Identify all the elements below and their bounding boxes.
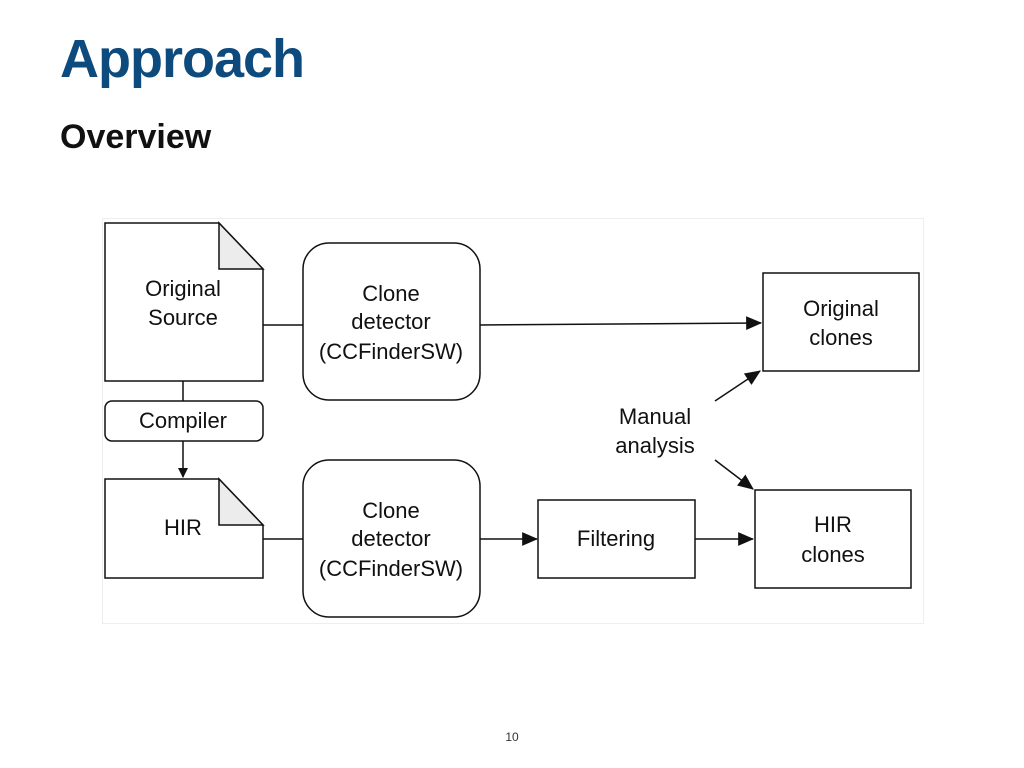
compiler-label: Compiler (139, 408, 227, 433)
arrow-detector-to-original-clones (479, 316, 763, 330)
manual-analysis-line1: Manual (619, 404, 691, 429)
hir-clones-line1: HIR (814, 512, 852, 537)
clone-detector-top-line2: detector (351, 309, 431, 334)
manual-analysis-label: Manual analysis (615, 404, 694, 458)
clone-detector-bottom-line3: (CCFinderSW) (319, 556, 463, 581)
slide-subtitle: Overview (60, 118, 212, 156)
compiler-box: Compiler (104, 400, 264, 442)
original-source-label-line1: Original (145, 276, 221, 301)
hir-label: HIR (164, 515, 202, 540)
original-clones-line1: Original (803, 296, 879, 321)
hir-document: HIR (104, 477, 265, 579)
hir-clones-line2: clones (801, 542, 865, 567)
hir-clones-box: HIR clones (754, 489, 912, 589)
flow-diagram: Original Source Compiler HIR Clone detec… (102, 218, 924, 624)
original-clones-box: Original clones (762, 272, 920, 372)
diagram-canvas: Original Source Compiler HIR Clone detec… (104, 221, 920, 618)
clone-detector-top-line1: Clone (362, 281, 419, 306)
filtering-box: Filtering (537, 499, 696, 579)
clone-detector-top-line3: (CCFinderSW) (319, 339, 463, 364)
original-clones-line2: clones (809, 325, 873, 350)
clone-detector-bottom-line2: detector (351, 526, 431, 551)
original-source-document: Original Source (104, 221, 265, 382)
clone-detector-top-box: Clone detector (CCFinderSW) (302, 242, 481, 401)
arrow-manual-to-hir-clones (714, 459, 754, 490)
original-source-label-line2: Source (148, 305, 218, 330)
manual-analysis-line2: analysis (615, 433, 694, 458)
page-number: 10 (505, 730, 519, 744)
clone-detector-bottom-line1: Clone (362, 498, 419, 523)
filtering-label: Filtering (577, 526, 655, 551)
arrow-manual-to-original-clones (714, 370, 761, 402)
clone-detector-bottom-box: Clone detector (CCFinderSW) (302, 459, 481, 618)
slide-title: Approach (60, 29, 305, 89)
